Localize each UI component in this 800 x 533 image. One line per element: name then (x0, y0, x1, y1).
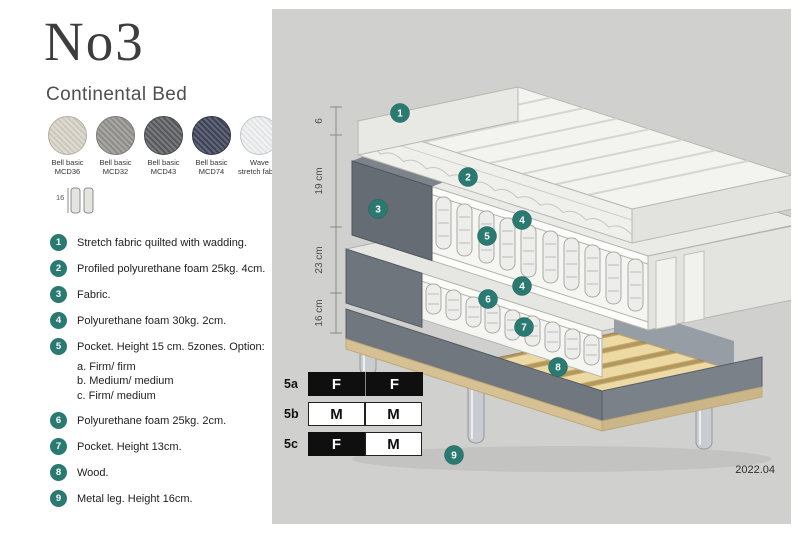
diagram-badge-3: 3 (368, 199, 388, 219)
feature-item-8: 8 Wood. (50, 463, 274, 481)
product-subtitle: Continental Bed (46, 84, 188, 105)
feature-badge-3: 3 (50, 286, 67, 303)
feature-item-2: 2 Profiled polyurethane foam 25kg. 4cm. (50, 260, 274, 277)
mattress-left-face (357, 86, 519, 156)
diagram-badge-8: 8 (548, 357, 568, 377)
feature-badge-9: 9 (50, 489, 67, 507)
fabric-block-top (352, 156, 444, 187)
feature-item-7: 7 Pocket. Height 13cm. (50, 437, 274, 455)
dimension-ruler (330, 106, 342, 334)
firmness-cell: F (365, 372, 423, 396)
svg-text:2: 2 (465, 173, 471, 184)
edge-foam-strip (655, 256, 677, 330)
firmness-cell: F (308, 432, 365, 456)
lower-fabric-corner (345, 248, 423, 328)
dim-label-19cm: 19 cm (314, 167, 325, 194)
fabric-swatch-icon (96, 116, 135, 155)
feature-item-6: 6 Polyurethane foam 25kg. 2cm. (50, 411, 274, 429)
svg-text:1: 1 (397, 109, 403, 120)
diagram-badge-4-bottom: 4 (512, 276, 532, 296)
fabric-swatch-icon (144, 116, 183, 155)
diagram-badge-9: 9 (444, 445, 464, 465)
feature-item-4: 4 Polyurethane foam 30kg. 2cm. (50, 312, 274, 329)
feature-badge-5: 5 (50, 338, 67, 355)
firmness-row-5a: 5a F F (284, 372, 423, 396)
dim-label-6: 6 (314, 118, 325, 124)
fabric-swatch-icon (48, 116, 87, 155)
svg-text:4: 4 (519, 216, 525, 227)
top-mattress (356, 86, 791, 244)
firmness-row-5b: 5b M M (284, 402, 423, 426)
profiled-foam-waves (357, 145, 632, 235)
firmness-row-5c: 5c F M (284, 432, 423, 456)
diagram-badge-4-top: 4 (512, 210, 532, 230)
dim-label-16cm: 16 cm (314, 299, 325, 326)
firmness-cell: F (308, 372, 365, 396)
feature-list: 1 Stretch fabric quilted with wadding. 2… (50, 234, 274, 516)
svg-text:5: 5 (484, 232, 490, 243)
svg-text:6: 6 (485, 295, 491, 306)
feature-item-3: 3 Fabric. (50, 286, 274, 303)
svg-text:3: 3 (375, 205, 381, 216)
dim-label-23cm: 23 cm (314, 246, 325, 273)
feature-item-9: 9 Metal leg. Height 16cm. (50, 489, 274, 507)
firmness-cell: M (365, 402, 422, 426)
feature-badge-7: 7 (50, 437, 67, 455)
feature-badge-8: 8 (50, 463, 67, 481)
svg-text:16: 16 (56, 193, 64, 202)
edge-foam-strip (683, 250, 705, 324)
product-title: No3 (44, 11, 145, 72)
diagram-badge-7: 7 (514, 317, 534, 337)
diagram-badges: 1 2 3 4 5 4 6 7 8 9 (368, 103, 568, 465)
feature-5-options: a. Firm/ firm b. Medium/ medium c. Firm/… (77, 361, 174, 402)
dimension-labels: 6 19 cm 23 cm 16 cm (314, 118, 325, 327)
diagram-badge-2: 2 (458, 167, 478, 187)
firmness-table: 5a F F 5b M M 5c F M (284, 372, 423, 462)
feature-badge-6: 6 (50, 411, 67, 429)
feature-item-1: 1 Stretch fabric quilted with wadding. (50, 234, 274, 251)
fabric-swatch-icon (192, 116, 231, 155)
firmness-cell: M (308, 402, 365, 426)
diagram-panel: 6 19 cm 23 cm 16 cm 1 2 3 4 5 4 6 7 (272, 9, 791, 524)
feature-badge-2: 2 (50, 260, 67, 277)
diagram-badge-6: 6 (478, 289, 498, 309)
svg-text:7: 7 (521, 323, 527, 334)
lower-cut-face (421, 272, 603, 378)
feature-badge-4: 4 (50, 312, 67, 329)
feature-badge-1: 1 (50, 234, 67, 251)
svg-text:4: 4 (519, 282, 525, 293)
version-label: 2022.04 (735, 464, 775, 476)
diagram-badge-1: 1 (390, 103, 410, 123)
firmness-cell: M (365, 432, 422, 456)
svg-text:9: 9 (451, 451, 457, 462)
feature-item-5: 5 Pocket. Height 15 cm. 5zones. Option: (50, 338, 274, 355)
svg-text:8: 8 (555, 363, 561, 374)
wood-base-edge (601, 386, 763, 432)
bed-cutaway-illustration: 6 19 cm 23 cm 16 cm 1 2 3 4 5 4 6 7 (314, 86, 791, 472)
quilt-edge-line (357, 131, 633, 221)
fabric-corner-block (351, 160, 433, 262)
diagram-badge-5: 5 (477, 226, 497, 246)
leg-spec-icon: 16 (54, 184, 102, 223)
